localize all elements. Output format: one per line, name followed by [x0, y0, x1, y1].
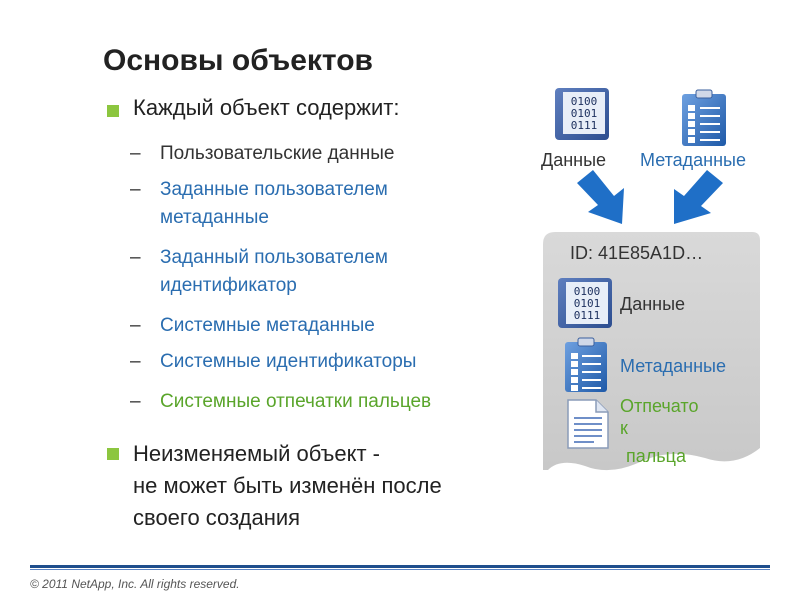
- box-binary-data-icon: 0100 0101 0111: [558, 278, 612, 328]
- sub-item-text: Системные идентификаторы: [160, 351, 417, 372]
- sub-item-system-fingerprints: – Системные отпечатки пальцев: [130, 388, 431, 416]
- copyright-footer: © 2011 NetApp, Inc. All rights reserved.: [30, 577, 240, 591]
- bullet-square-icon: [107, 448, 119, 460]
- bullet-text: Каждый объект содержит:: [133, 95, 400, 120]
- sub-item-line: метаданные: [160, 207, 269, 228]
- sub-item-system-identifiers: – Системные идентификаторы: [130, 348, 416, 376]
- sub-item-text: Пользовательские данные: [160, 143, 395, 164]
- binary-line: 0101: [571, 107, 598, 120]
- bullet-text: Неизменяемый объект - не может быть изме…: [133, 438, 442, 534]
- dash-icon: –: [130, 143, 141, 164]
- clipboard-metadata-icon: [682, 89, 726, 146]
- sub-item-user-metadata: – Заданные пользователем метаданные: [130, 176, 388, 232]
- dash-icon: –: [130, 315, 141, 336]
- footer-divider: [30, 565, 770, 568]
- sub-item-text: Заданный пользователем идентификатор: [160, 244, 388, 300]
- box-metadata-label: Метаданные: [620, 356, 727, 376]
- bullet-line: Неизменяемый объект -: [133, 441, 380, 466]
- sub-item-line: Заданный пользователем: [160, 247, 388, 268]
- dash-icon: –: [130, 179, 141, 200]
- binary-line: 0100: [571, 95, 598, 108]
- sub-item-system-metadata: – Системные метаданные: [130, 312, 375, 340]
- binary-data-icon: 0100 0101 0111: [555, 88, 609, 140]
- fingerprint-line: к: [620, 418, 628, 438]
- bullet-line: своего создания: [133, 505, 301, 530]
- dash-icon: –: [130, 391, 141, 412]
- fingerprint-line: пальца: [626, 446, 686, 466]
- sub-item-text: Системные метаданные: [160, 315, 375, 336]
- dash-icon: –: [130, 351, 141, 372]
- box-fingerprint-label: Отпечато к пальца: [620, 395, 698, 467]
- binary-line: 0101: [574, 297, 601, 310]
- bullet-line: не может быть изменён после: [133, 473, 442, 498]
- sub-item-user-data: – Пользовательские данные: [130, 140, 394, 168]
- footer-divider-thin: [30, 569, 770, 570]
- arrow-data-icon: [577, 170, 624, 224]
- arrow-metadata-icon: [674, 170, 723, 224]
- dash-icon: –: [130, 247, 141, 268]
- sub-item-line: Заданные пользователем: [160, 179, 388, 200]
- box-data-label: Данные: [620, 294, 686, 314]
- object-id-label: ID: 41E85A1D…: [570, 243, 704, 263]
- slide-title: Основы объектов: [103, 44, 373, 77]
- bullet-immutable-object: Неизменяемый объект - не может быть изме…: [107, 438, 442, 534]
- fingerprint-line: Отпечато: [620, 396, 699, 416]
- box-clipboard-metadata-icon: [565, 337, 607, 392]
- bullet-object-contains: Каждый объект содержит:: [107, 95, 399, 121]
- document-fingerprint-icon: [567, 399, 609, 449]
- binary-line: 0111: [571, 119, 598, 132]
- sub-item-text: Системные отпечатки пальцев: [160, 391, 432, 412]
- top-data-label: Данные: [541, 150, 607, 170]
- sub-item-user-identifier: – Заданный пользователем идентификатор: [130, 244, 388, 300]
- sub-item-line: идентификатор: [160, 275, 297, 296]
- sub-item-text: Заданные пользователем метаданные: [160, 176, 388, 232]
- bullet-square-icon: [107, 105, 119, 117]
- binary-line: 0111: [574, 309, 601, 322]
- top-metadata-label: Метаданные: [640, 150, 747, 170]
- binary-line: 0100: [574, 285, 601, 298]
